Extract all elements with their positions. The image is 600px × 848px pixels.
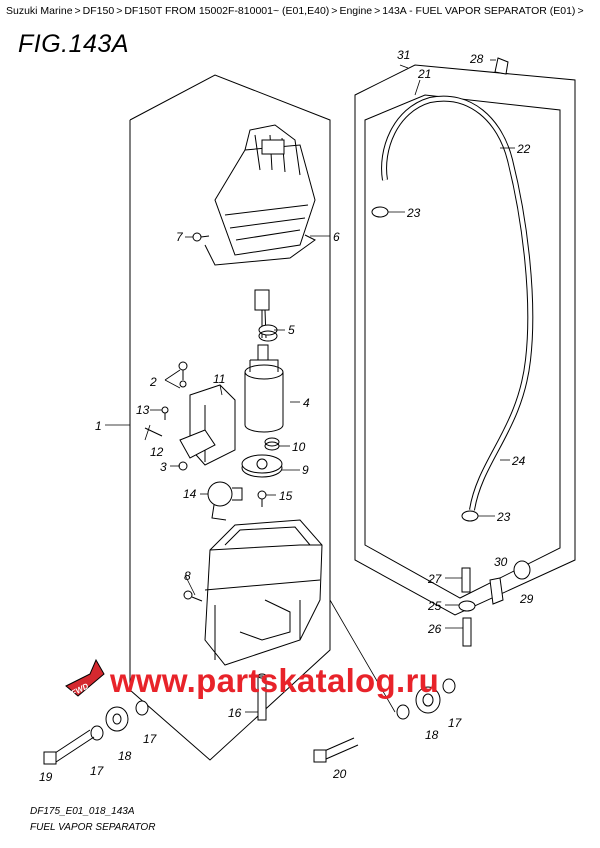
callout-2: 2 bbox=[149, 375, 157, 389]
collar-17-left-b bbox=[135, 700, 149, 716]
grommet-18-right bbox=[415, 686, 441, 714]
screw-13 bbox=[161, 406, 169, 420]
breadcrumb-separator: > bbox=[116, 5, 123, 17]
clamp-23-lower bbox=[461, 510, 479, 522]
callout-26: 26 bbox=[427, 622, 442, 636]
figure-caption: FUEL VAPOR SEPARATOR bbox=[30, 822, 156, 833]
callout-28: 28 bbox=[469, 52, 484, 66]
clamp-29 bbox=[513, 560, 531, 580]
figure-title: FIG.143A bbox=[18, 30, 129, 58]
breadcrumb-separator: > bbox=[331, 5, 338, 17]
callout-25: 25 bbox=[427, 599, 442, 613]
callout-17-c: 17 bbox=[448, 716, 463, 730]
callout-29: 29 bbox=[519, 592, 534, 606]
callout-23-a: 23 bbox=[406, 206, 421, 220]
pipe-16 bbox=[257, 673, 267, 721]
callout-24: 24 bbox=[511, 454, 526, 468]
callout-18-b: 18 bbox=[425, 728, 439, 742]
callout-18-a: 18 bbox=[118, 749, 132, 763]
bolt-19 bbox=[43, 729, 95, 765]
collar-17-right-b bbox=[442, 678, 456, 694]
bolt-20 bbox=[313, 737, 359, 763]
callout-11: 11 bbox=[213, 372, 225, 386]
breadcrumb-link-model[interactable]: DF150T FROM 15002F-810001~ (E01,E40) bbox=[124, 5, 330, 17]
collar-17-right-a bbox=[396, 704, 410, 720]
callout-31: 31 bbox=[397, 48, 410, 62]
assembly-frame bbox=[129, 74, 331, 761]
clamp-23-upper bbox=[371, 206, 389, 218]
callout-20: 20 bbox=[332, 767, 347, 781]
screw-8 bbox=[183, 590, 203, 602]
callout-23-b: 23 bbox=[496, 510, 511, 524]
callout-13: 13 bbox=[136, 403, 150, 417]
leader-lines bbox=[105, 59, 515, 713]
breadcrumb-link-suzuki-marine[interactable]: Suzuki Marine bbox=[6, 5, 73, 17]
pipe-27 bbox=[461, 567, 471, 593]
breadcrumb-separator: > bbox=[374, 5, 381, 17]
callout-8: 8 bbox=[184, 569, 191, 583]
callout-1: 1 bbox=[95, 419, 102, 433]
callout-17-b: 17 bbox=[143, 732, 158, 746]
top-cover-bracket bbox=[204, 124, 316, 266]
callout-6: 6 bbox=[333, 230, 340, 244]
callout-15: 15 bbox=[279, 489, 293, 503]
callout-labels: 1 2 3 4 5 6 7 8 9 10 11 12 13 14 15 16 1… bbox=[39, 48, 534, 784]
screw-3 bbox=[178, 461, 188, 471]
callout-14: 14 bbox=[183, 487, 197, 501]
breadcrumb-link-df150[interactable]: DF150 bbox=[82, 5, 115, 17]
clip-30 bbox=[489, 577, 504, 605]
callout-9: 9 bbox=[302, 463, 309, 477]
nut-10 bbox=[264, 437, 280, 451]
breadcrumb: Suzuki Marine>DF150>DF150T FROM 15002F-8… bbox=[6, 5, 594, 18]
bolts-2 bbox=[178, 361, 188, 388]
callout-10: 10 bbox=[292, 440, 306, 454]
callout-12: 12 bbox=[150, 445, 164, 459]
fwd-arrow bbox=[65, 658, 105, 697]
callout-7: 7 bbox=[176, 230, 184, 244]
clip-12 bbox=[144, 427, 163, 437]
callout-3: 3 bbox=[160, 460, 167, 474]
hose-kit-frame-outer bbox=[354, 64, 576, 616]
pump-holder-9 bbox=[241, 454, 283, 478]
hose-kit-frame-inner bbox=[364, 94, 561, 599]
breadcrumb-separator: > bbox=[74, 5, 81, 17]
figure-code: DF175_E01_018_143A bbox=[30, 806, 135, 817]
grommet-5 bbox=[258, 324, 278, 342]
pipe-26 bbox=[462, 617, 472, 647]
callout-30: 30 bbox=[494, 555, 508, 569]
separator-case bbox=[204, 519, 323, 666]
grommet-18-left bbox=[105, 706, 129, 732]
filter-cover-11 bbox=[179, 384, 236, 466]
screw-15 bbox=[257, 490, 267, 507]
breadcrumb-current: 143A - FUEL VAPOR SEPARATOR (E01) bbox=[382, 5, 576, 17]
screw-7 bbox=[192, 232, 210, 242]
callout-4: 4 bbox=[303, 396, 310, 410]
callout-17-a: 17 bbox=[90, 764, 105, 778]
callout-19: 19 bbox=[39, 770, 53, 784]
callout-22: 22 bbox=[516, 142, 531, 156]
fuel-pump-4 bbox=[244, 344, 284, 433]
callout-21: 21 bbox=[417, 67, 431, 81]
callout-16: 16 bbox=[228, 706, 242, 720]
clamp-25 bbox=[458, 600, 476, 612]
breadcrumb-link-engine[interactable]: Engine bbox=[339, 5, 373, 17]
breadcrumb-separator: > bbox=[577, 5, 584, 17]
collar-17-left-a bbox=[90, 725, 104, 741]
clip-28 bbox=[494, 57, 509, 75]
watermark: www.partskatalog.ru bbox=[110, 662, 440, 699]
callout-5: 5 bbox=[288, 323, 295, 337]
regulator-14 bbox=[207, 481, 243, 521]
callout-27: 27 bbox=[427, 572, 443, 586]
wire-connector bbox=[254, 289, 270, 339]
